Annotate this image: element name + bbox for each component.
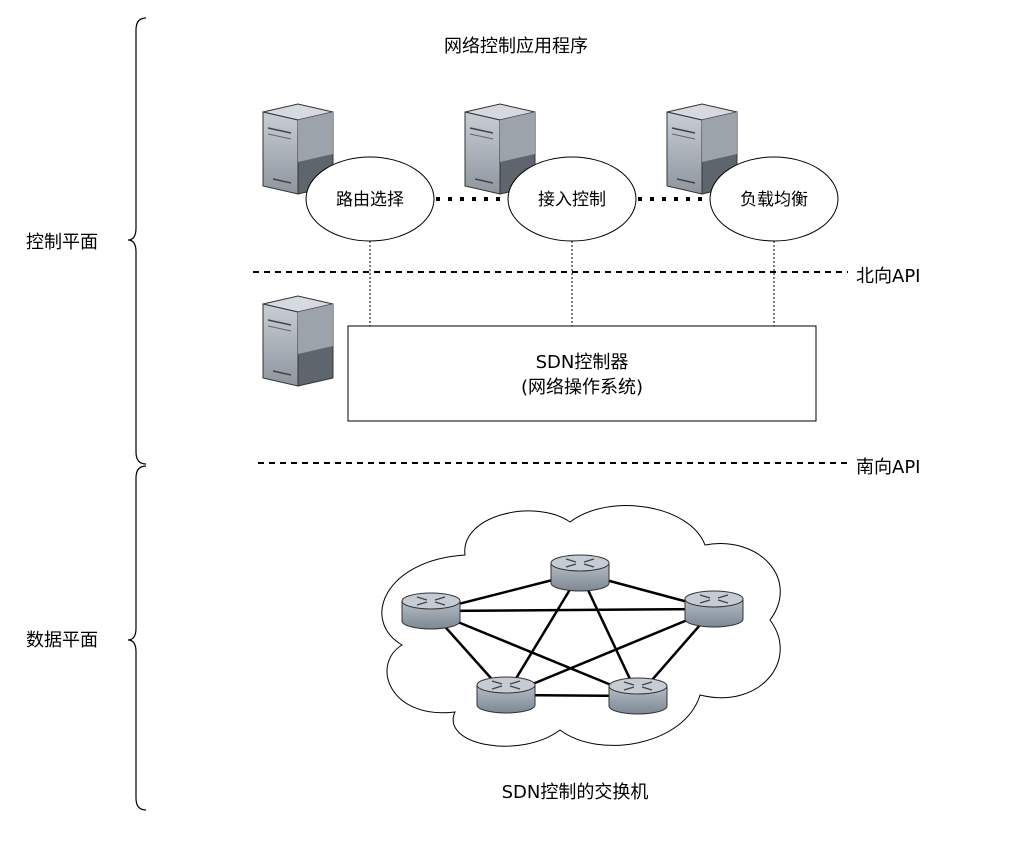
app-access-control[interactable]: 接入控制 <box>464 103 637 242</box>
control-plane-label: 控制平面 <box>26 232 98 253</box>
controller-subtitle: (网络操作系统) <box>521 377 643 398</box>
router-icon[interactable] <box>401 592 461 630</box>
router-icon[interactable] <box>608 677 668 715</box>
app-label: 负载均衡 <box>740 190 808 210</box>
app-routing[interactable]: 路由选择 <box>262 103 435 242</box>
southbound-api-label: 南向API <box>856 457 920 478</box>
data-plane-brace <box>127 465 147 811</box>
apps-title: 网络控制应用程序 <box>444 36 588 57</box>
app-label: 接入控制 <box>538 190 606 210</box>
server-icon <box>262 295 334 387</box>
router-icon[interactable] <box>684 590 744 628</box>
switches-caption: SDN控制的交换机 <box>502 782 649 803</box>
data-plane-label: 数据平面 <box>26 630 98 651</box>
northbound-api-label: 北向API <box>856 266 920 287</box>
router-icon[interactable] <box>476 676 536 714</box>
app-load-balancing[interactable]: 负载均衡 <box>666 103 839 242</box>
app-label: 路由选择 <box>336 190 404 210</box>
control-plane-brace <box>127 17 147 465</box>
controller-title: SDN控制器 <box>536 352 629 373</box>
sdn-controller[interactable]: SDN控制器 (网络操作系统) <box>347 325 817 422</box>
router-icon[interactable] <box>550 554 610 592</box>
